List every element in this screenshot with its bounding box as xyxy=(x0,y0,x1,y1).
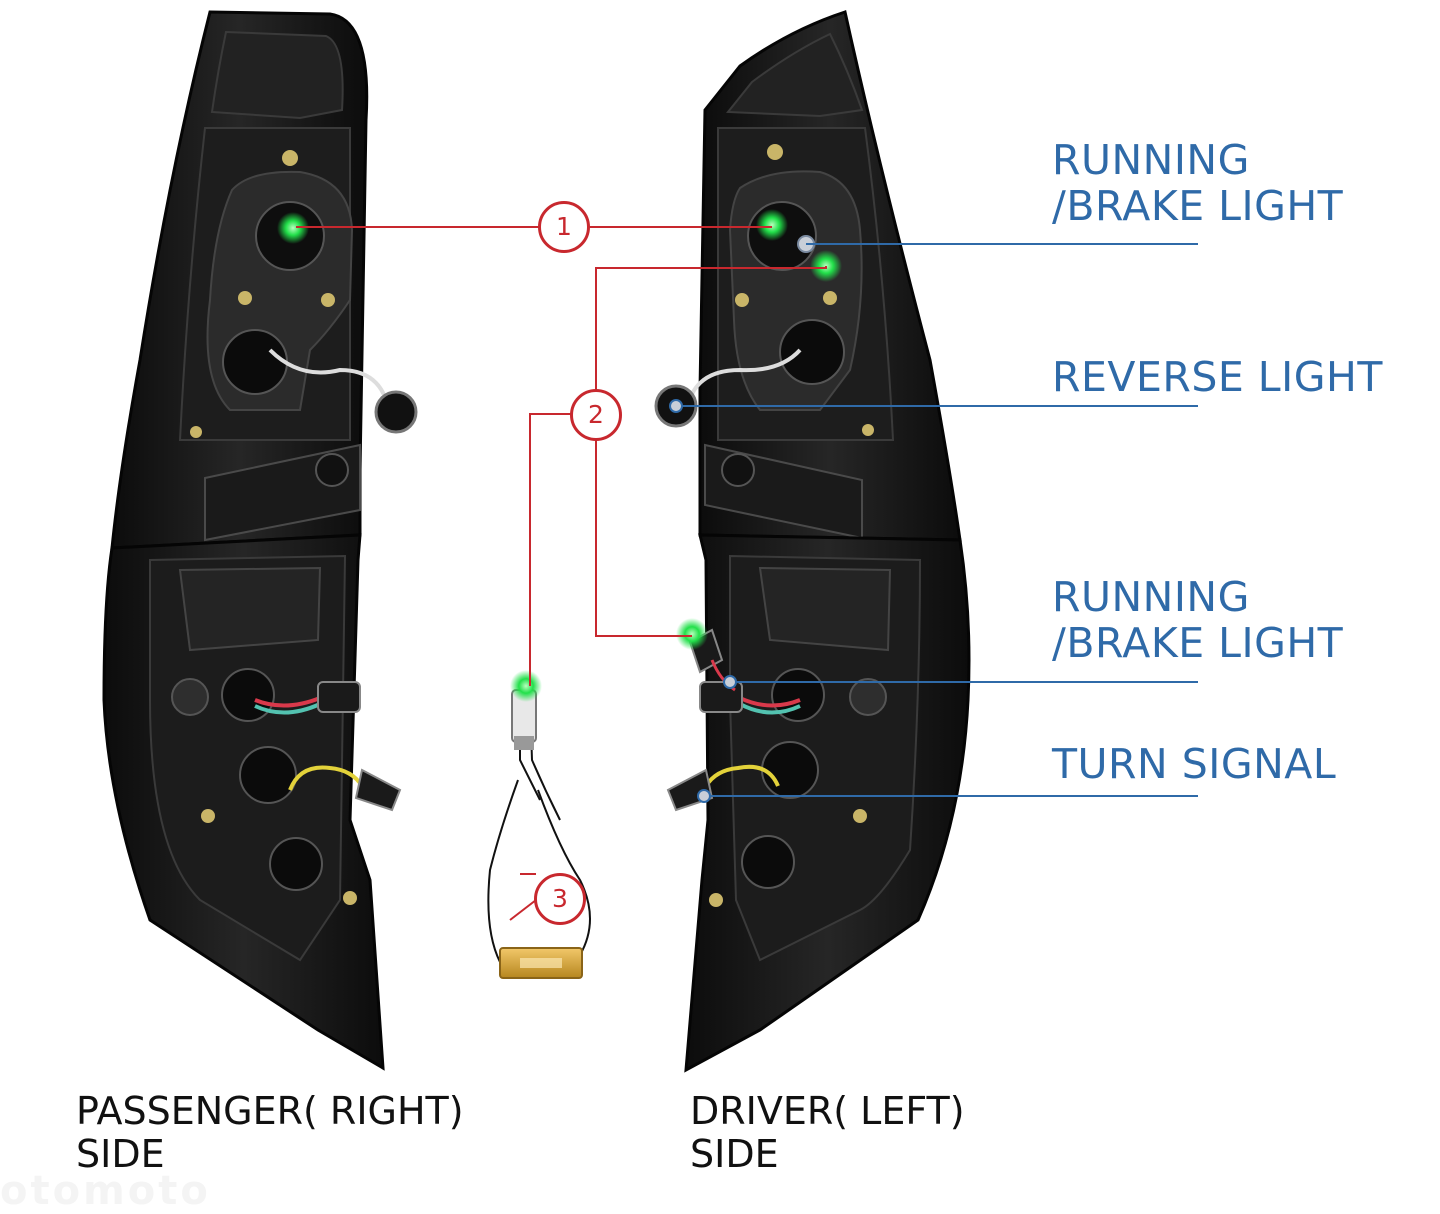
label-reverse-light: REVERSE LIGHT xyxy=(1052,353,1383,401)
label-running-brake-bottom-2: /BRAKE LIGHT xyxy=(1052,619,1344,667)
label-running-brake-top-2: /BRAKE LIGHT xyxy=(1052,182,1344,230)
driver-taillight xyxy=(654,10,971,1073)
driver-brake-led xyxy=(756,209,788,241)
callout-lines xyxy=(296,226,1198,921)
marker-3: 3 xyxy=(534,873,586,925)
marker-2: 2 xyxy=(570,389,622,441)
harness-led xyxy=(510,670,542,702)
driver-lower-brake-led xyxy=(676,618,708,650)
label-running-brake-top-1: RUNNING xyxy=(1052,136,1250,184)
load-resistor-harness xyxy=(487,670,591,979)
caption-driver-1: DRIVER( LEFT) xyxy=(690,1089,965,1133)
caption-passenger-2: SIDE xyxy=(76,1132,165,1176)
watermark: otomoto xyxy=(0,1168,211,1214)
marker-1: 1 xyxy=(538,201,590,253)
label-running-brake-bottom-1: RUNNING xyxy=(1052,573,1250,621)
label-turn-signal: TURN SIGNAL xyxy=(1052,740,1337,788)
caption-passenger-1: PASSENGER( RIGHT) xyxy=(76,1089,464,1133)
passenger-brake-led xyxy=(277,212,309,244)
passenger-taillight xyxy=(102,10,418,1071)
caption-driver-2: SIDE xyxy=(690,1132,779,1176)
